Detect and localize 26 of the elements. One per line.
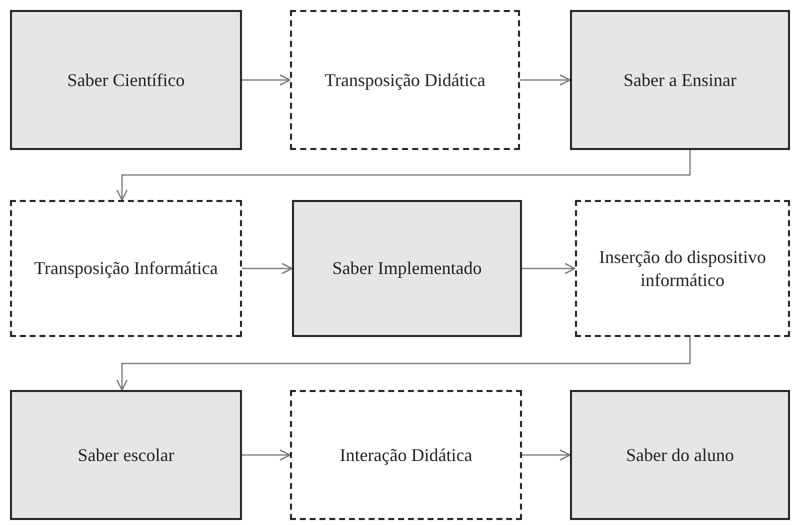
- arrow: [116, 337, 691, 391]
- knowledge-box: [292, 200, 522, 337]
- arrow: [522, 262, 576, 274]
- arrow: [242, 449, 291, 461]
- node-label: Saber Implementado: [332, 257, 482, 280]
- arrow: [242, 74, 291, 86]
- node-label: Saber escolar: [78, 444, 174, 466]
- arrow: [242, 262, 293, 274]
- arrow: [522, 449, 571, 461]
- arrow: [520, 74, 571, 86]
- knowledge-box: [570, 10, 790, 150]
- process-box: [10, 200, 242, 337]
- knowledge-box: [10, 390, 242, 520]
- knowledge-box: [10, 10, 242, 150]
- node-label: Transposição Didática: [324, 68, 486, 92]
- process-box: [575, 200, 790, 337]
- node-label: Saber Científico: [67, 68, 185, 92]
- knowledge-box: [570, 390, 790, 520]
- node-label: Interação Didática: [340, 444, 472, 466]
- node-label: Saber do aluno: [626, 444, 734, 466]
- arrow: [116, 150, 691, 201]
- node-label: Transposição Informática: [34, 257, 218, 280]
- node-label: Inserção do dispositivo informático: [598, 246, 767, 291]
- process-box: [290, 10, 520, 150]
- process-box: [290, 390, 522, 520]
- node-label: Saber a Ensinar: [624, 68, 736, 92]
